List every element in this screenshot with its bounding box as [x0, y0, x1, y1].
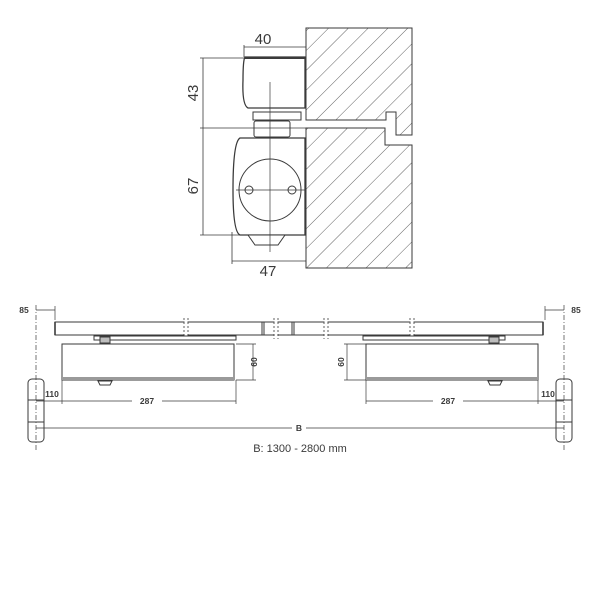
dim-arm-shoe-height: 43: [185, 85, 202, 102]
door-leaf-hatched: [305, 127, 413, 269]
right-closer-bar: [366, 377, 538, 380]
right-mounting-plate: [362, 335, 506, 341]
top-view-section: [200, 27, 413, 269]
front-view: [27, 305, 573, 450]
pivot-collar: [252, 111, 302, 121]
dim-right-gap: 110: [541, 389, 555, 399]
dim-left-gap: 110: [45, 389, 59, 399]
dim-arm-shoe-width: 40: [255, 31, 272, 48]
left-spindle-cap: [97, 380, 113, 386]
closer-base: [247, 234, 286, 246]
dim-right-length: 287: [441, 396, 455, 406]
right-closer-body: [365, 343, 539, 381]
dim-left-length: 287: [140, 396, 154, 406]
range-caption: B: 1300 - 2800 mm: [253, 443, 347, 455]
pivot-spindle: [253, 120, 291, 138]
guide-rail: [54, 321, 544, 336]
dim-body-height: 67: [185, 178, 202, 195]
right-spindle-cap: [487, 380, 503, 386]
arm-shoe: [242, 56, 306, 109]
left-slider: [99, 336, 111, 344]
dim-left-height: 60: [249, 357, 259, 367]
left-closer-bar: [62, 377, 234, 380]
dim-left-offset: 85: [19, 305, 29, 315]
dim-body-depth: 47: [260, 263, 277, 280]
dim-right-height: 60: [336, 357, 346, 367]
door-frame-hatched: [305, 27, 413, 136]
dim-total-b: B: [296, 423, 302, 433]
left-mounting-plate: [93, 335, 237, 341]
right-slider: [488, 336, 500, 344]
left-closer-body: [61, 343, 235, 381]
dim-right-offset: 85: [571, 305, 581, 315]
